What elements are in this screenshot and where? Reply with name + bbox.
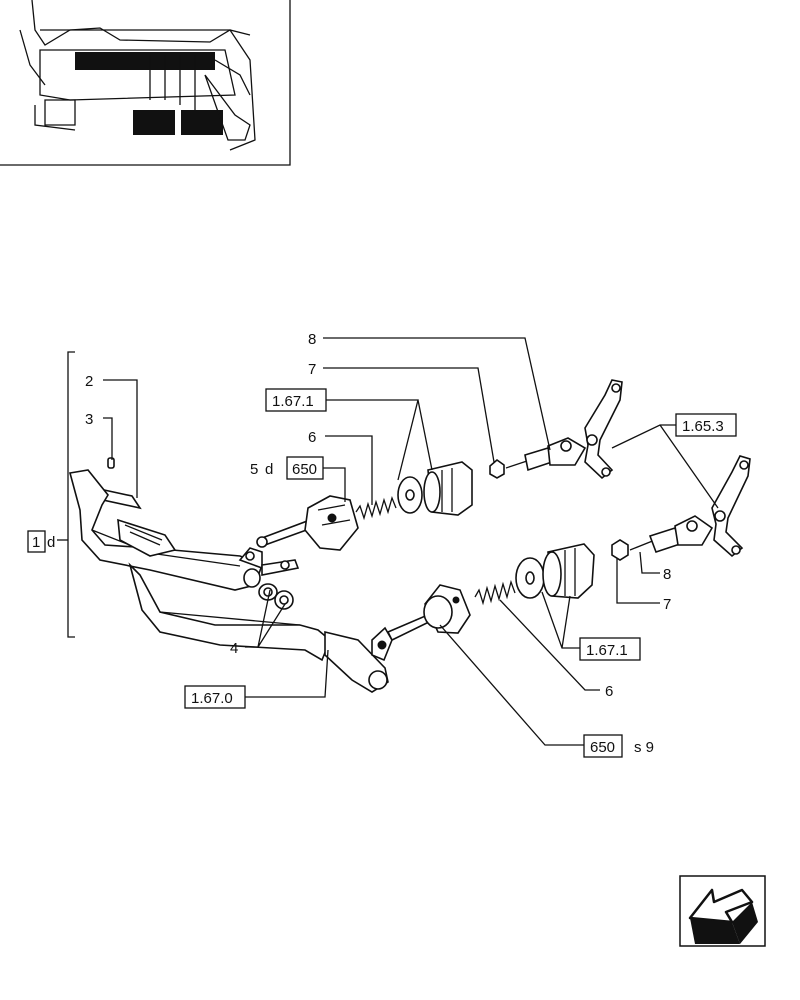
callout-8-right: 8	[663, 566, 671, 583]
callout-ref-1-suffix: d	[47, 534, 55, 551]
leader-lines	[103, 337, 719, 746]
callout-ref-650-bottom: 650	[590, 739, 615, 756]
callout-5-suffix: d	[265, 461, 273, 478]
callout-ref-650-bottom-suffix: s 9	[634, 739, 654, 756]
assembly-bracket	[57, 351, 75, 638]
upper-rod-group	[256, 461, 473, 551]
locator-thumbnail-icon	[0, 0, 291, 166]
callout-7-right: 7	[663, 596, 671, 613]
back-arrow-icon[interactable]	[679, 875, 766, 947]
lower-lever-group	[611, 455, 751, 561]
callout-ref-1: 1	[32, 534, 40, 551]
callout-8-top: 8	[308, 331, 316, 348]
callout-3: 3	[85, 411, 93, 428]
callout-ref-1-67-1-bottom: 1.67.1	[586, 642, 628, 659]
lower-rod-group	[423, 543, 595, 634]
callout-2: 2	[85, 373, 93, 390]
callout-7-top: 7	[308, 361, 316, 378]
callout-ref-650-top: 650	[292, 461, 317, 478]
pedal-shaft-assembly	[68, 457, 435, 693]
callout-ref-1-67-1-top: 1.67.1	[272, 393, 314, 410]
upper-lever-group	[489, 379, 623, 480]
callout-labels: 8 7 1.67.1 6 5 d 650 2 3 1 d 1.65.3 8 7 …	[27, 331, 737, 758]
callout-5: 5	[250, 461, 258, 478]
callout-6-bottom: 6	[605, 683, 613, 700]
callout-ref-1-65-3: 1.65.3	[682, 418, 724, 435]
callout-ref-1-67-0: 1.67.0	[191, 690, 233, 707]
callout-4: 4	[230, 640, 238, 657]
callout-6-top: 6	[308, 429, 316, 446]
